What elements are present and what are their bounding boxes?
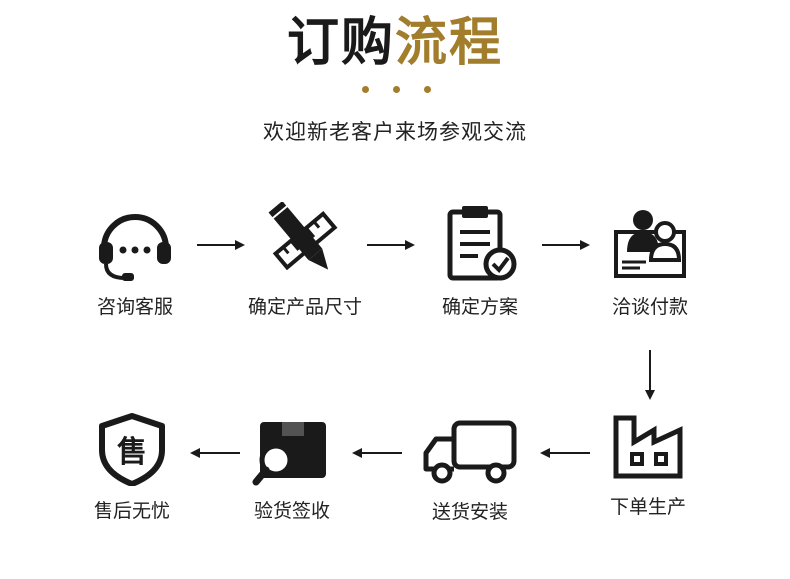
title-dots bbox=[362, 86, 432, 94]
after-sale-shield-icon: 售 bbox=[99, 413, 165, 486]
arrow-right-icon bbox=[197, 240, 245, 250]
decor-dot bbox=[362, 86, 369, 93]
step-inspect-sign: 验货签收 bbox=[217, 412, 367, 523]
clipboard-check-icon bbox=[447, 206, 517, 281]
box-inspect-icon bbox=[252, 422, 326, 486]
step-label: 送货安装 bbox=[431, 501, 508, 523]
decor-dot bbox=[424, 86, 431, 93]
step-consult-service: 咨询客服 bbox=[60, 202, 210, 319]
arrow-left-icon bbox=[352, 448, 402, 458]
step-after-sales: 售 售后无忧 bbox=[57, 412, 207, 523]
page-title: 订购流程 bbox=[0, 8, 790, 78]
step-label: 洽谈付款 bbox=[611, 296, 688, 318]
step-confirm-plan: 确定方案 bbox=[405, 202, 555, 319]
step-label: 确定产品尺寸 bbox=[247, 296, 362, 318]
step-label: 下单生产 bbox=[609, 496, 686, 518]
step-label: 咨询客服 bbox=[96, 296, 173, 318]
step-label: 确定方案 bbox=[441, 296, 518, 318]
decor-dot bbox=[393, 86, 400, 93]
title-part-2: 流程 bbox=[395, 13, 504, 73]
meeting-people-icon bbox=[614, 210, 686, 278]
title-part-1: 订购 bbox=[286, 13, 395, 73]
arrow-left-icon bbox=[190, 448, 240, 458]
step-negotiate-payment: 洽谈付款 bbox=[575, 202, 725, 319]
arrow-down-icon bbox=[645, 350, 655, 400]
arrow-right-icon bbox=[367, 240, 415, 250]
arrow-left-icon bbox=[540, 448, 590, 458]
svg-text:售: 售 bbox=[117, 435, 147, 470]
step-order-production: 下单生产 bbox=[573, 412, 723, 519]
page-subtitle: 欢迎新老客户来场参观交流 bbox=[263, 120, 527, 144]
arrow-right-icon bbox=[542, 240, 590, 250]
step-label: 售后无忧 bbox=[93, 500, 170, 522]
step-delivery-install: 送货安装 bbox=[395, 417, 545, 524]
step-label: 验货签收 bbox=[253, 500, 330, 522]
pencil-ruler-icon bbox=[268, 202, 338, 271]
headset-icon bbox=[99, 214, 171, 281]
delivery-truck-icon bbox=[423, 420, 517, 484]
step-confirm-size: 确定产品尺寸 bbox=[230, 202, 380, 319]
factory-icon bbox=[613, 415, 683, 479]
